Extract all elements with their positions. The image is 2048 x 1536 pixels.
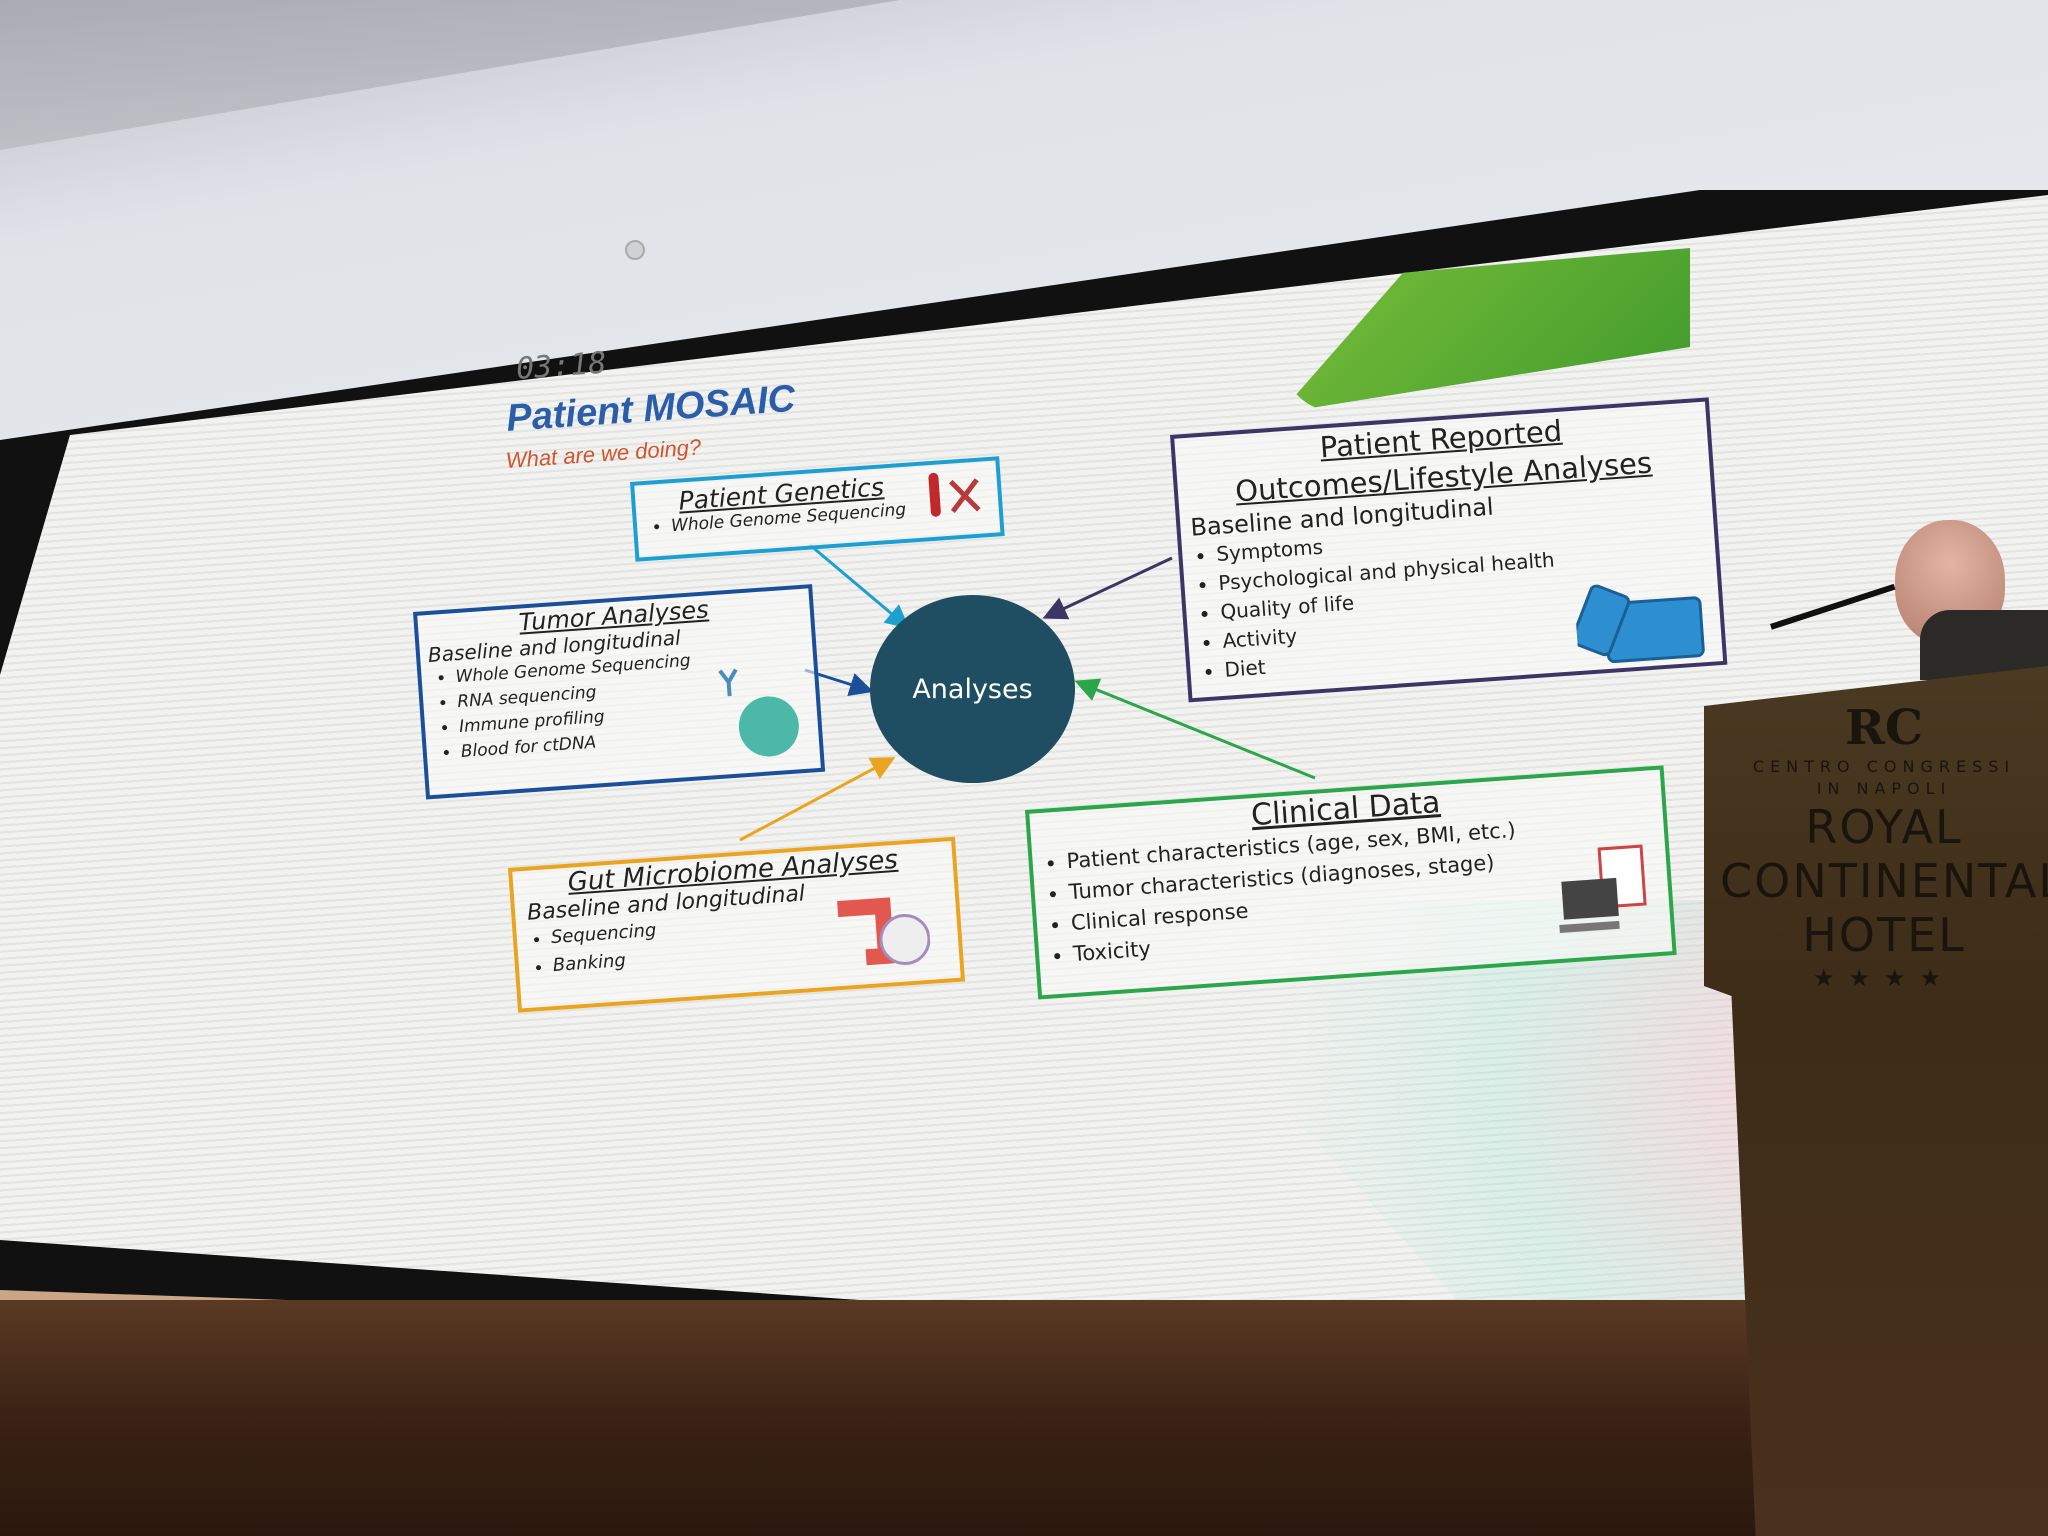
intestine-microbe-icon <box>837 897 931 966</box>
arrow-clinical <box>1074 678 1316 780</box>
smoke-detector <box>625 240 645 260</box>
arrow-gut <box>739 757 896 842</box>
slide-timer: 03:18 <box>515 345 608 387</box>
speaker-body <box>1920 610 2048 680</box>
podium <box>1704 666 2048 1536</box>
clinical-data-box: Clinical Data Patient characteristics (a… <box>1025 765 1677 1000</box>
gut-microbiome-box: Gut Microbiome Analyses Baseline and lon… <box>508 836 966 1013</box>
tumor-cell-icon <box>718 668 799 757</box>
arrow-genetics <box>809 543 910 629</box>
dna-blood-tube-icon <box>928 472 981 517</box>
arrow-pro <box>1042 556 1173 620</box>
hotel-logo: RC <box>1844 700 1924 756</box>
podium-plate: RC CENTRO CONGRESSI IN NAPOLI ROYAL CONT… <box>1720 700 2048 1020</box>
podium-stars: ★★★★ <box>1812 964 1956 992</box>
podium-line1: CENTRO CONGRESSI <box>1752 757 2016 776</box>
computer-clipboard-icon <box>1559 844 1647 933</box>
phone-tablet-icon <box>1573 584 1705 664</box>
podium-name3: HOTEL <box>1802 908 1966 962</box>
patient-genetics-box: Patient Genetics Whole Genome Sequencing <box>630 456 1005 562</box>
analyses-hub: Analyses <box>870 595 1075 783</box>
tumor-analyses-box: Tumor Analyses Baseline and longitudinal… <box>413 584 826 800</box>
podium-line2: IN NAPOLI <box>1816 779 1952 798</box>
podium-name1: ROYAL <box>1805 800 1963 854</box>
podium-name2: CONTINENTAL <box>1720 854 2048 908</box>
patient-reported-outcomes-box: Patient Reported Outcomes/Lifestyle Anal… <box>1170 397 1728 703</box>
stage-front <box>0 1300 2048 1536</box>
